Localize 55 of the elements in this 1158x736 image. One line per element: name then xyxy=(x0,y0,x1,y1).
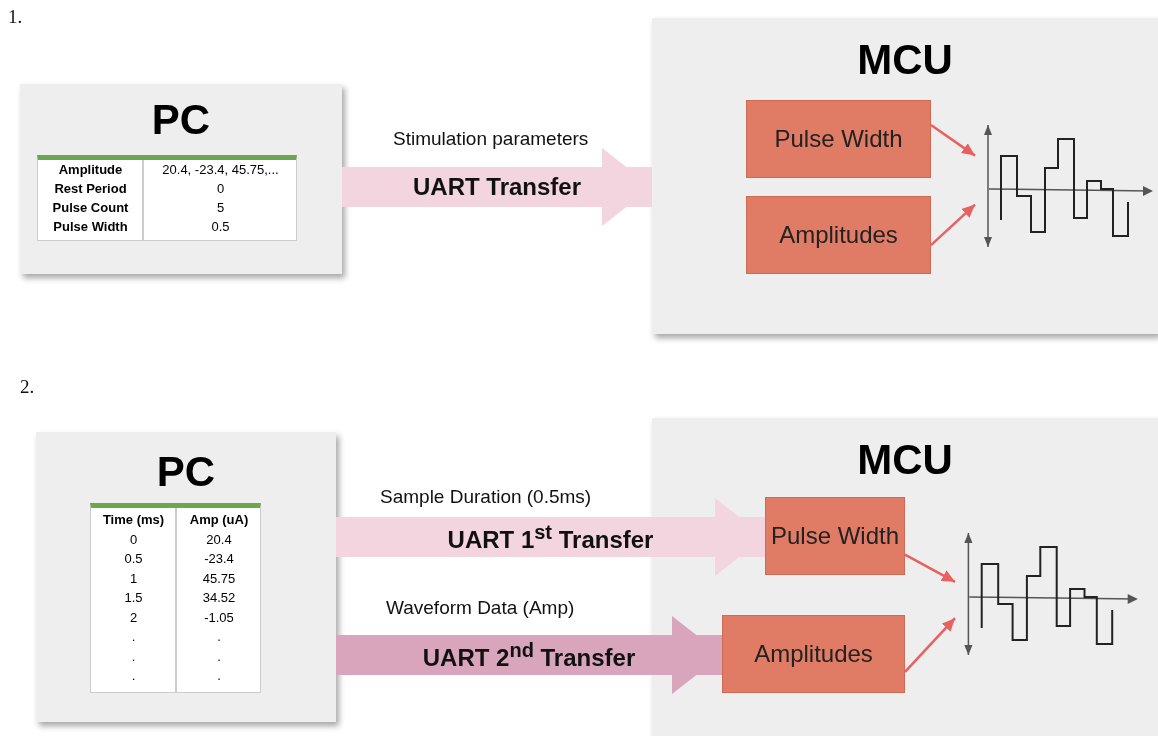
table-cell-text: 0 xyxy=(128,531,139,547)
table-cell-text: . xyxy=(130,668,137,683)
table-cell-text: 20.4, -23.4, 45.75,... xyxy=(161,162,280,177)
transfer-arrow xyxy=(342,148,652,226)
parameter-box: Amplitudes xyxy=(746,196,931,274)
table-cell-text: . xyxy=(216,648,222,664)
table-cell-text: Amplitude xyxy=(57,162,124,177)
arrow xyxy=(904,617,956,673)
data-table xyxy=(90,503,261,693)
parameter-box: Pulse Width xyxy=(765,497,905,575)
device-panel xyxy=(20,84,342,274)
transfer-arrow xyxy=(336,498,765,576)
arrow xyxy=(904,553,956,583)
device-panel xyxy=(36,432,336,722)
table-cell-text: 0.5 xyxy=(123,551,144,566)
panel-heading: MCU xyxy=(857,36,953,84)
device-panel xyxy=(652,18,1158,334)
table-cell-text: Amp (uA) xyxy=(188,512,250,527)
table-cell-text: -1.05 xyxy=(203,609,235,625)
table-cell-text: 0 xyxy=(215,181,226,196)
table-cell-text: -23.4 xyxy=(203,551,235,566)
transfer-arrow xyxy=(336,616,722,694)
parameter-box: Pulse Width xyxy=(746,100,931,178)
table-cell-text: 1.5 xyxy=(123,590,144,605)
caption-text: Sample Duration (0.5ms) xyxy=(380,486,592,508)
table-cell-text: 2 xyxy=(128,609,139,625)
table-cell-text: 34.52 xyxy=(201,590,237,605)
panel-heading: PC xyxy=(156,448,216,496)
table-cell-text: 0.5 xyxy=(210,219,231,234)
edge-label: UART 1$^{st}$ Transfer xyxy=(447,520,654,554)
edge-label: UART 2$^{nd}$ Transfer xyxy=(422,638,636,672)
data-table xyxy=(37,155,297,241)
table-cell-text: 20.4 xyxy=(205,531,233,547)
table-cell-text: Time (ms) xyxy=(101,512,166,527)
table-cell-text: Pulse Width xyxy=(52,219,129,234)
table-cell-text: . xyxy=(216,668,222,683)
parameter-box: Amplitudes xyxy=(722,615,905,693)
table-cell-text: . xyxy=(216,629,222,644)
caption-text: Waveform Data (Amp) xyxy=(386,597,575,619)
table-cell-text: . xyxy=(130,629,137,644)
step-number: 2. xyxy=(20,376,35,398)
table-cell-text: . xyxy=(130,648,137,664)
panel-heading: PC xyxy=(151,96,211,144)
arrow xyxy=(930,203,976,247)
caption-text: Stimulation parameters xyxy=(393,128,589,150)
table-cell-text: 1 xyxy=(128,570,139,586)
device-panel xyxy=(652,418,1158,736)
arrow xyxy=(930,123,976,157)
panel-heading: MCU xyxy=(857,436,953,484)
table-cell-text: Rest Period xyxy=(53,181,128,196)
table-cell-text: 45.75 xyxy=(201,570,237,586)
edge-label: UART Transfer xyxy=(413,173,581,201)
step-number: 1. xyxy=(8,6,23,28)
table-cell-text: 5 xyxy=(215,200,226,215)
table-cell-text: Pulse Count xyxy=(51,200,130,215)
